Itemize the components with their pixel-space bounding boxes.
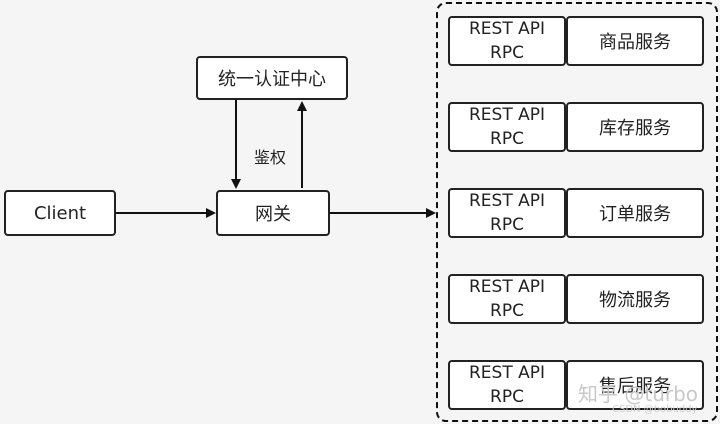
service-3-protocol: REST API RPC (448, 188, 566, 238)
protocol-rest: REST API (468, 363, 546, 383)
protocol-rpc: RPC (490, 215, 524, 235)
service-5-name: 售后服务 (566, 360, 704, 410)
services-group (436, 2, 718, 422)
service-4-name: 物流服务 (566, 274, 704, 324)
protocol-rpc: RPC (490, 301, 524, 321)
client-node: Client (4, 190, 116, 236)
service-5-protocol: REST API RPC (448, 360, 566, 410)
watermark-main: 知乎 @turbo (578, 382, 699, 406)
gateway-node: 网关 (216, 190, 330, 236)
protocol-rest: REST API (468, 19, 546, 39)
service-1-name: 商品服务 (566, 16, 704, 66)
service-2-name: 库存服务 (566, 102, 704, 152)
service-4-protocol: REST API RPC (448, 274, 566, 324)
protocol-rest: REST API (468, 277, 546, 297)
service-2-protocol: REST API RPC (448, 102, 566, 152)
watermark-sub: CSDN @bobuddy (612, 404, 698, 415)
service-3-name: 订单服务 (566, 188, 704, 238)
protocol-rest: REST API (468, 105, 546, 125)
protocol-rpc: RPC (490, 129, 524, 149)
auth-edge-label: 鉴权 (254, 148, 287, 167)
service-1-protocol: REST API RPC (448, 16, 566, 66)
protocol-rest: REST API (468, 191, 546, 211)
protocol-rpc: RPC (490, 43, 524, 63)
protocol-rpc: RPC (490, 387, 524, 407)
auth-center-node: 统一认证中心 (196, 56, 348, 100)
